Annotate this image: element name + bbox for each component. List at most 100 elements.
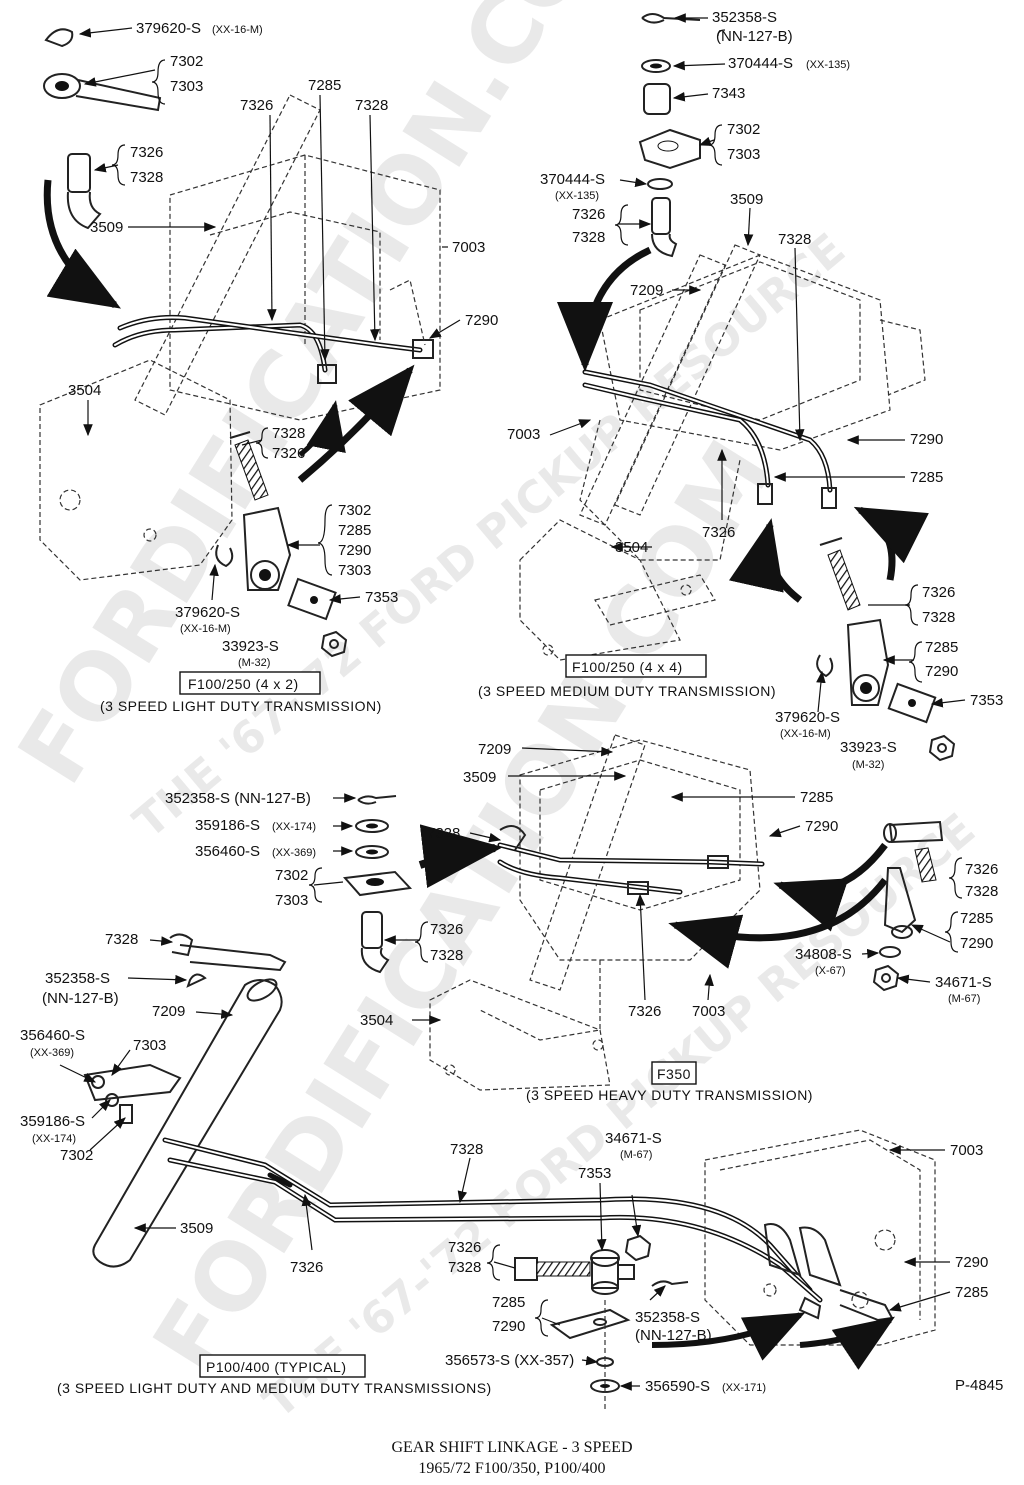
footer-subtitle: 1965/72 F100/350, P100/400 (418, 1460, 605, 1477)
install-arrow-f350-2 (773, 842, 888, 932)
label-352358s-p100-b-code: (NN-127-B) (635, 1327, 712, 1344)
label-7003: 7003 (452, 239, 485, 256)
lever-assembly-4x2 (215, 506, 337, 621)
figure-number: P-4845 (955, 1377, 1003, 1394)
cotter-pin-p100-b (651, 1280, 689, 1287)
label-7328-f350: 7328 (427, 825, 460, 842)
leaders-4x4 (549, 13, 966, 713)
label-352358s-p100-code: (NN-127-B) (42, 990, 119, 1007)
steering-column-tube-4x4 (579, 244, 761, 526)
install-arrow-1 (43, 179, 122, 309)
label-34808s: 34808-S (795, 946, 852, 963)
leaders-f350 (313, 746, 951, 1025)
install-arrow-4x4-3 (853, 506, 929, 581)
steering-column-tube (134, 94, 321, 416)
label-group-7290-f350: 7290 (960, 935, 993, 952)
bracket-group-p100 (534, 1299, 549, 1337)
label-7326-spring: 7326 (272, 445, 305, 462)
label-7003-4x4: 7003 (507, 426, 540, 443)
cotter-pin-p100 (186, 973, 207, 988)
shift-rods-4x4 (582, 369, 837, 509)
label-356460s-f350: 356460-S (195, 843, 260, 860)
shift-pin (66, 153, 102, 230)
label-7326-4x4-pin: 7326 (572, 206, 605, 223)
model-box-f350: F350 (657, 1066, 691, 1082)
caption-f350: (3 SPEED HEAVY DUTY TRANSMISSION) (526, 1087, 813, 1103)
label-group-7285-p100: 7285 (492, 1294, 525, 1311)
label-352358s-p100-b: 352358-S (635, 1309, 700, 1326)
label-group-7285-f350: 7285 (960, 910, 993, 927)
label-7328-4x4-rod: 7328 (778, 231, 811, 248)
label-7209-p100: 7209 (152, 1003, 185, 1020)
label-7326-4x4-spring: 7326 (922, 584, 955, 601)
label-7003-p100: 7003 (950, 1142, 983, 1159)
label-7326-f350-end: 7326 (965, 861, 998, 878)
label-359186s-p100-code: (XX-174) (32, 1133, 76, 1145)
label-356460s-f350-code: (XX-369) (272, 847, 316, 859)
label-370444s-left: 370444-S (540, 171, 605, 188)
label-7326-rod: 7326 (240, 97, 273, 114)
panel-f100-4x2: 379620-S (XX-16-M) 7302 7303 7326 7328 7… (39, 20, 498, 714)
nut-34671s-p100 (624, 1234, 652, 1262)
install-arrow-f350-3 (668, 877, 888, 969)
label-7328-p100-bolt: 7328 (448, 1259, 481, 1276)
label-370444s-left-code: (XX-135) (555, 190, 599, 202)
label-7326-p100-bolt: 7326 (448, 1239, 481, 1256)
label-7328-p100-rod: 7328 (450, 1141, 483, 1158)
label-3504-4x4: 3504 (615, 539, 648, 556)
label-7328-4x4-pin: 7328 (572, 229, 605, 246)
bracket-group-4x4 (908, 641, 923, 683)
bracket-7326-7328-f350-b (948, 857, 963, 899)
label-356590s-code: (XX-171) (722, 1382, 766, 1394)
label-3504-f350: 3504 (360, 1012, 393, 1029)
transmission-p100-outline (704, 1129, 936, 1346)
panel-p100-400: 7328 352358-S (NN-127-B) 7209 356460-S (… (20, 931, 988, 1410)
shift-rods-f350 (497, 825, 765, 895)
label-352358s-p100: 352358-S (45, 970, 110, 987)
label-7343: 7343 (712, 85, 745, 102)
bracket-7326-7328-p100 (486, 1244, 501, 1281)
label-7328-p100-top: 7328 (105, 931, 138, 948)
pin-7326-7328-4x4 (651, 197, 678, 258)
label-7290-p100: 7290 (955, 1254, 988, 1271)
label-7353-p100: 7353 (578, 1165, 611, 1182)
label-34671s-p100-code: (M-67) (620, 1149, 652, 1161)
shift-lever-arm (43, 73, 162, 112)
leaders-4x2 (78, 27, 461, 604)
label-7290: 7290 (465, 312, 498, 329)
label-34808s-code: (X-67) (815, 965, 846, 977)
install-arrow-p100-2 (799, 1316, 895, 1370)
transmission-4x2-outline (39, 154, 441, 581)
model-box-f350-frame (651, 1061, 697, 1085)
model-box-f100-4x4: F100/250 (4 x 4) (572, 659, 683, 675)
label-7326-pin: 7326 (130, 144, 163, 161)
pin-f350 (360, 911, 390, 974)
label-356460s-p100: 356460-S (20, 1027, 85, 1044)
label-379620s-bottom: 379620-S (175, 604, 240, 621)
hex-nut-4x2 (320, 630, 348, 658)
lever-assembly-4x4 (816, 618, 937, 724)
label-34671s-p100: 34671-S (605, 1130, 662, 1147)
upper-rod-p100 (169, 933, 287, 972)
bracket-spring-4x4 (904, 584, 919, 626)
label-7302-p100: 7302 (60, 1147, 93, 1164)
label-370444s-top: 370444-S (728, 55, 793, 72)
washer-370444s-top (641, 59, 671, 73)
steering-column-tube-f350 (529, 734, 646, 991)
label-379620s-top-code: (XX-16-M) (212, 24, 263, 36)
bracket-plate-p100 (549, 1308, 631, 1340)
label-group-7303: 7303 (338, 562, 371, 579)
label-7285-p100: 7285 (955, 1284, 988, 1301)
label-group-7290: 7290 (338, 542, 371, 559)
label-33923s: 33923-S (222, 638, 279, 655)
label-7328-spring: 7328 (272, 425, 305, 442)
label-3509-p100: 3509 (180, 1220, 213, 1237)
label-7302-f350: 7302 (275, 867, 308, 884)
install-arrow-4x4-2 (729, 518, 803, 603)
label-7326-f350-rod: 7326 (628, 1003, 661, 1020)
label-group-7290-p100: 7290 (492, 1318, 525, 1335)
label-group-7290-4x4: 7290 (925, 663, 958, 680)
label-7328-rod: 7328 (355, 97, 388, 114)
label-359186s-f350: 359186-S (195, 817, 260, 834)
